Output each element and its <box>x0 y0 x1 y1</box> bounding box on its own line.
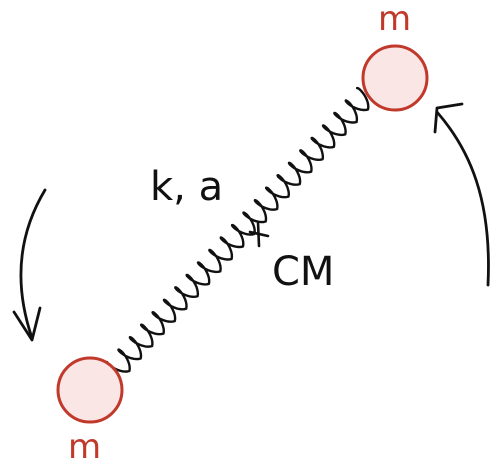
mass-top-label: m <box>378 0 411 39</box>
mass-bottom <box>56 356 124 424</box>
rotation-arrow-right <box>433 102 490 287</box>
rotation-arrow-left <box>12 188 47 342</box>
spring-constant-label: k, a <box>150 164 223 210</box>
spring-coil <box>105 86 370 373</box>
center-of-mass-marker <box>248 220 270 248</box>
mass-top <box>361 44 429 112</box>
center-of-mass-label: CM <box>272 249 334 295</box>
mass-bottom-label: m <box>68 427 101 466</box>
